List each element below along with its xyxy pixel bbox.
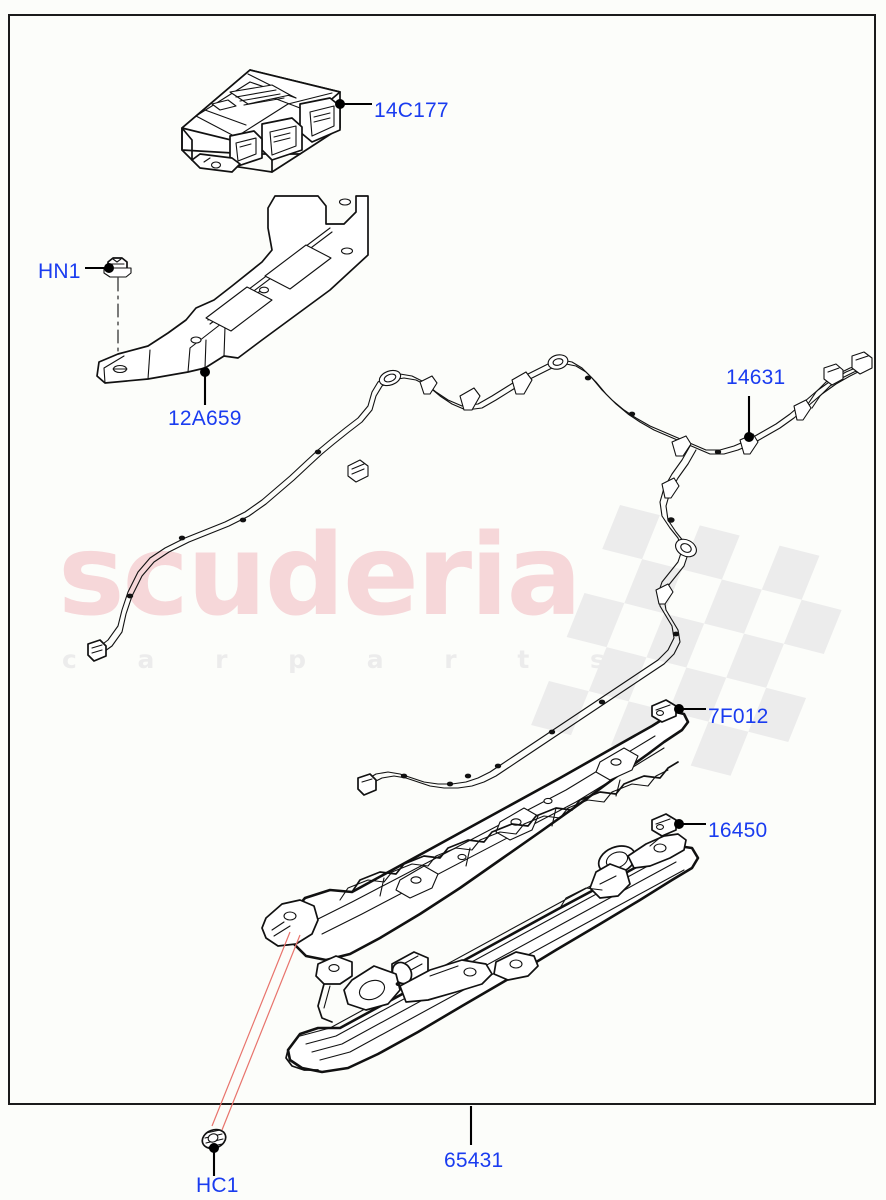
- harness-clip: [793, 399, 812, 421]
- callout-label-14C177: 14C177: [374, 99, 449, 122]
- callout-label-65431: 65431: [444, 1149, 503, 1172]
- callout-dot: [200, 367, 210, 377]
- callout-dot: [335, 99, 345, 109]
- reference-line-red: [211, 931, 291, 1127]
- harness-clip: [419, 375, 438, 395]
- callout-dot: [104, 263, 114, 273]
- callout-label-7F012: 7F012: [708, 705, 769, 728]
- harness-inline-connector: [347, 459, 369, 483]
- part-running-board-7f012: [261, 699, 690, 962]
- harness-clip: [511, 371, 533, 395]
- harness-grommet: [378, 369, 402, 387]
- callout-dot: [209, 1143, 219, 1153]
- step-motor-assembly: [315, 951, 539, 1023]
- callout-label-16450: 16450: [708, 819, 767, 842]
- callout-label-12A659: 12A659: [168, 407, 242, 430]
- callout-14C177[interactable]: 14C177: [335, 99, 449, 122]
- part-control-module: [181, 69, 341, 173]
- callout-HN1[interactable]: HN1: [38, 260, 114, 283]
- reference-line-red: [221, 934, 301, 1131]
- callout-16450[interactable]: 16450: [674, 819, 767, 842]
- callout-12A659[interactable]: 12A659: [168, 367, 242, 430]
- harness-grommet: [547, 354, 569, 370]
- harness-clip: [661, 477, 680, 499]
- callout-14631[interactable]: 14631: [726, 366, 785, 442]
- callout-dot: [674, 704, 684, 714]
- part-running-board-16450: [285, 813, 700, 1074]
- callout-label-HC1: HC1: [196, 1174, 239, 1197]
- callout-7F012[interactable]: 7F012: [674, 704, 769, 728]
- callout-65431[interactable]: 65431: [444, 1106, 503, 1172]
- callout-dot: [674, 819, 684, 829]
- harness-clip: [671, 435, 692, 457]
- part-wiring-harness-14631: [87, 351, 873, 796]
- part-bracket-12a659: [96, 195, 369, 384]
- callout-label-14631: 14631: [726, 366, 785, 389]
- callout-HC1[interactable]: HC1: [196, 931, 301, 1197]
- callout-label-HN1: HN1: [38, 260, 81, 283]
- harness-end-connector-lower: [357, 773, 377, 796]
- callout-dot: [744, 432, 754, 442]
- harness-end-connector: [87, 639, 107, 662]
- harness-connector: [823, 351, 873, 386]
- harness-clip: [459, 387, 481, 411]
